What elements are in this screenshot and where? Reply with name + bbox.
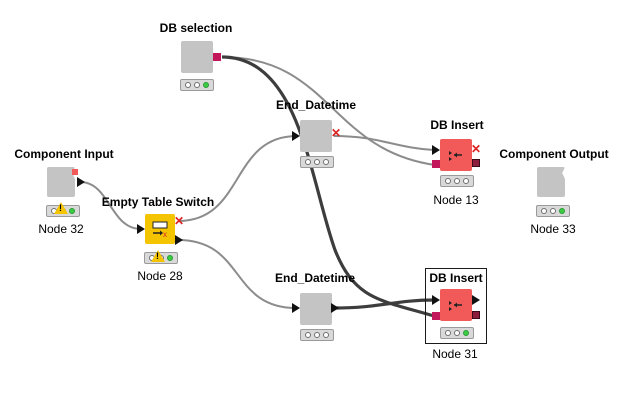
- db-output-port[interactable]: [472, 159, 480, 167]
- input-port[interactable]: [292, 303, 300, 313]
- warning-icon: !: [151, 250, 165, 262]
- switch-icon: x: [152, 221, 168, 239]
- db-insert-icon: [449, 151, 462, 161]
- node-title-db-insert-top: DB Insert: [430, 118, 484, 132]
- db-output-port[interactable]: [213, 53, 221, 61]
- traffic-light-status: [440, 175, 474, 187]
- node-label-28: Node 28: [137, 269, 183, 283]
- traffic-light-status: [180, 79, 214, 91]
- db-insert-icon: [449, 301, 462, 311]
- node-label-32: Node 32: [38, 222, 84, 236]
- node-db-selection[interactable]: [181, 41, 213, 73]
- connection-enddatetime-dbinsert-bottom: [333, 298, 435, 310]
- input-port[interactable]: [137, 224, 145, 234]
- svg-text:x: x: [163, 230, 167, 239]
- output-port[interactable]: [175, 235, 183, 245]
- node-label-13: Node 13: [433, 193, 479, 207]
- input-port[interactable]: [432, 295, 440, 305]
- warning-icon: !: [54, 202, 68, 214]
- node-title-empty-table-switch: Empty Table Switch: [101, 195, 215, 209]
- node-title-end-datetime-bottom: End_Datetime: [274, 271, 356, 285]
- node-title-component-input: Component Input: [14, 147, 114, 161]
- output-port[interactable]: [472, 295, 480, 305]
- db-input-port[interactable]: [432, 312, 440, 320]
- node-component-input[interactable]: [47, 167, 75, 197]
- db-input-port[interactable]: [432, 160, 440, 168]
- inactive-port-icon: ✕: [174, 214, 185, 228]
- node-db-insert-top[interactable]: [440, 139, 472, 171]
- node-title-component-output: Component Output: [499, 147, 609, 161]
- db-output-port[interactable]: [472, 311, 480, 319]
- inactive-port-icon: ✕: [331, 126, 342, 140]
- node-empty-table-switch[interactable]: x: [145, 214, 175, 244]
- inactive-port-icon: ✕: [471, 142, 482, 156]
- node-end-datetime-bottom[interactable]: [300, 293, 332, 325]
- node-end-datetime-top[interactable]: [300, 120, 332, 152]
- output-port[interactable]: [331, 303, 339, 313]
- node-title-end-datetime-top: End_Datetime: [275, 98, 357, 112]
- node-db-insert-bottom[interactable]: [440, 289, 472, 321]
- traffic-light-status: [300, 156, 334, 168]
- node-title-db-insert-bottom: DB Insert: [429, 271, 483, 285]
- flow-variable-port[interactable]: [72, 169, 78, 175]
- connection-enddatetime-dbinsert-top: [333, 135, 435, 151]
- input-port[interactable]: [292, 131, 300, 141]
- output-port[interactable]: [77, 177, 85, 187]
- node-label-31: Node 31: [432, 347, 478, 361]
- node-component-output[interactable]: [537, 167, 565, 197]
- traffic-light-status: [536, 205, 570, 217]
- node-title-db-selection: DB selection: [159, 21, 233, 35]
- traffic-light-status: [440, 327, 474, 339]
- selection-frame: [425, 268, 487, 344]
- input-port[interactable]: [432, 145, 440, 155]
- traffic-light-status: [300, 329, 334, 341]
- node-label-33: Node 33: [530, 222, 576, 236]
